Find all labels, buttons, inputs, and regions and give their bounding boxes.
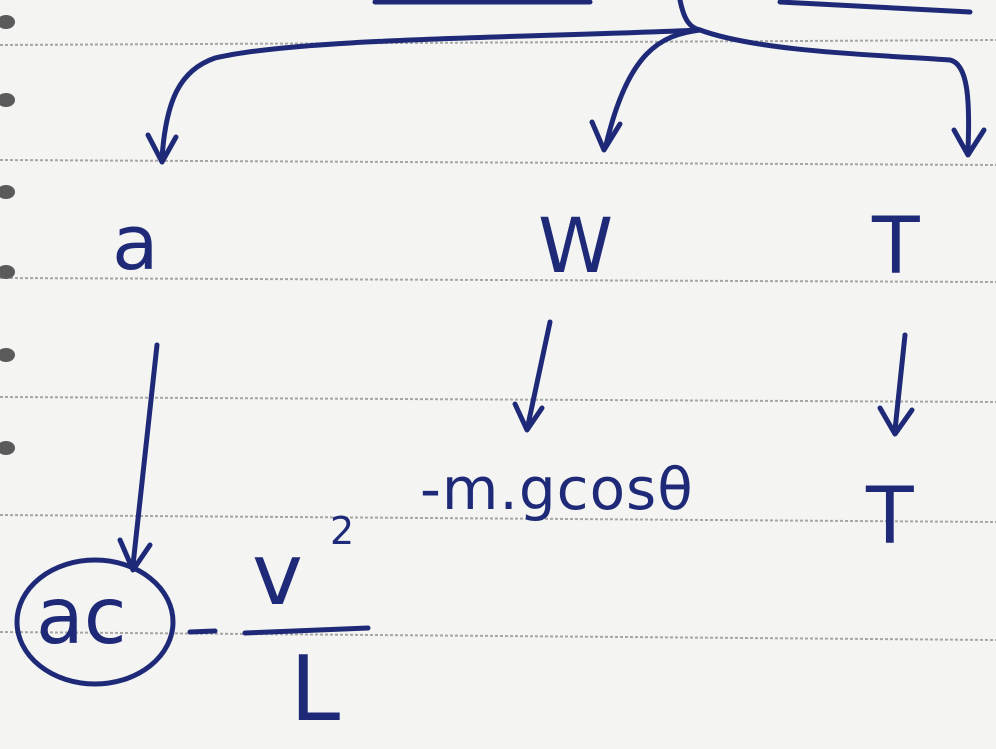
ac-circle xyxy=(14,557,176,687)
fraction xyxy=(187,625,371,636)
equals-sign-mark xyxy=(187,628,218,635)
branch-arrow-a xyxy=(145,27,703,165)
spiral-holes xyxy=(0,15,15,455)
label-t: T xyxy=(872,202,920,292)
exponent-2: 2 xyxy=(330,509,355,553)
ac-label: ac xyxy=(36,572,127,662)
arrow-t-down xyxy=(877,332,915,437)
numerator-v: v xyxy=(252,525,303,625)
denominator-l: L xyxy=(290,637,341,742)
label-a: a xyxy=(112,198,159,287)
branch-arrow-w xyxy=(589,27,703,153)
label-w: W xyxy=(538,201,614,290)
fraction-bar xyxy=(242,625,371,636)
arrow-w-down xyxy=(512,319,553,433)
branch-arrow-t xyxy=(697,27,987,158)
tension-expr: T xyxy=(866,472,914,562)
top-bar xyxy=(372,0,973,33)
weight-component-expr: -m.gcosθ xyxy=(420,455,694,523)
ruled-lines xyxy=(0,39,996,641)
arrow-a-to-ac xyxy=(117,342,160,573)
